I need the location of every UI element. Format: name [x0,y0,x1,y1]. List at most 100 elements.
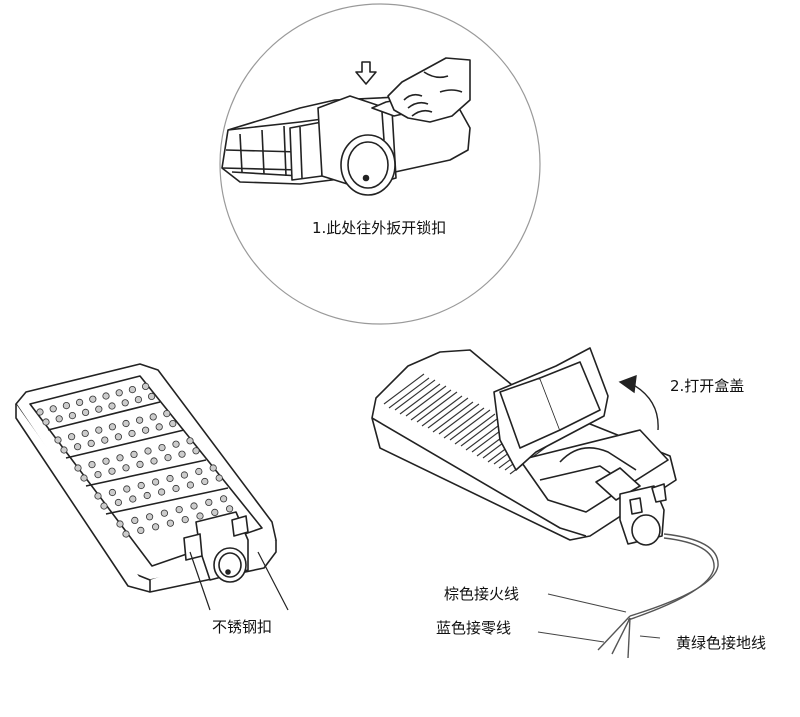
brown-wire-label: 棕色接火线 [444,585,519,603]
led-dot [36,408,44,416]
led-dot [131,516,139,525]
led-dot [149,413,157,421]
led-dot [108,488,117,497]
led-dot [74,443,82,451]
blue-wire-label: 蓝色接零线 [436,619,511,637]
open-lid-arrow [618,374,659,431]
heat-sink-fin [416,391,463,427]
led-dot [94,470,102,479]
led-dot [49,405,57,413]
led-dot [152,478,160,486]
led-dot [158,488,166,496]
led-dot [172,484,180,493]
led-dot [150,457,158,465]
led-dot [122,530,130,538]
led-dot [152,523,160,531]
heat-sink-fin [383,373,430,409]
led-dot [68,433,76,441]
led-dot [205,498,213,506]
wire-leaders [537,593,661,643]
led-dot [196,512,204,520]
led-dot [128,429,136,438]
led-dot [87,439,95,447]
led-dot [89,395,97,403]
led-dot [134,395,142,404]
led-dot [143,491,151,500]
led-dot [100,502,108,510]
led-dot [136,416,144,424]
led-dot [192,447,200,455]
led-dot [114,498,123,507]
led-dot [128,385,136,394]
heat-sink-fin [427,397,474,433]
stainless-clamp-label: 不锈钢扣 [212,618,272,636]
clamp-leaders [189,551,289,611]
led-dot [181,515,189,524]
led-dot [186,437,194,445]
led-dot [190,502,198,510]
led-dot [158,443,166,452]
heat-sink-fin [405,385,452,421]
led-dot [211,508,219,517]
led-dot [130,450,138,458]
led-dot [166,519,174,527]
heat-sink-fin [394,379,441,415]
led-dot [201,477,209,486]
led-dot [115,389,123,397]
lamp-open-illustration [371,347,677,546]
yellow-green-wire-label: 黄绿色接地线 [676,634,766,652]
led-dot [215,474,223,482]
led-dot [80,474,88,482]
detail-circle: 1.此处往外扳开锁扣 [219,3,541,325]
led-dot [95,405,103,413]
led-dot [94,492,102,500]
led-dot [62,401,71,410]
led-dot [121,399,129,407]
led-dot [142,382,150,390]
led-dot [137,526,145,535]
led-dot [60,446,68,454]
led-dot [166,474,174,483]
led-dot [155,423,163,431]
led-dot [82,408,90,416]
led-dot [186,481,194,489]
led-dot [163,409,171,418]
led-dot [122,419,130,428]
led-dot [101,436,109,444]
led-dot [102,457,110,465]
led-dot [55,415,63,423]
led-dot [160,509,168,517]
led-dot [209,464,217,472]
led-dot [54,436,62,444]
led-dot [122,464,130,472]
led-dot [42,418,50,426]
led-dot [220,495,228,503]
led-dot [172,440,180,448]
led-dot [114,433,123,441]
led-dot [226,505,234,513]
led-dot [129,495,137,503]
step2-label: 2.打开盒盖 [670,377,744,395]
led-dot [164,453,172,462]
step1-label: 1.此处往外扳开锁扣 [312,219,446,237]
led-dot [195,467,203,476]
led-dot [175,505,183,514]
led-dot [95,426,103,434]
led-dot [146,513,154,521]
led-dot [108,467,116,475]
led-dot [116,520,124,528]
led-dot [102,392,110,400]
led-dot [116,454,124,462]
led-dot [108,423,117,431]
led-dot [137,481,145,490]
led-dot [180,471,188,479]
led-array [36,382,234,538]
lamp-front-illustration [15,363,277,593]
heat-sink-fin [438,403,485,439]
led-dot [74,464,82,472]
led-dot [68,411,77,420]
heat-sink-fin [449,409,496,445]
led-dot [178,450,186,458]
led-dot [123,485,131,493]
